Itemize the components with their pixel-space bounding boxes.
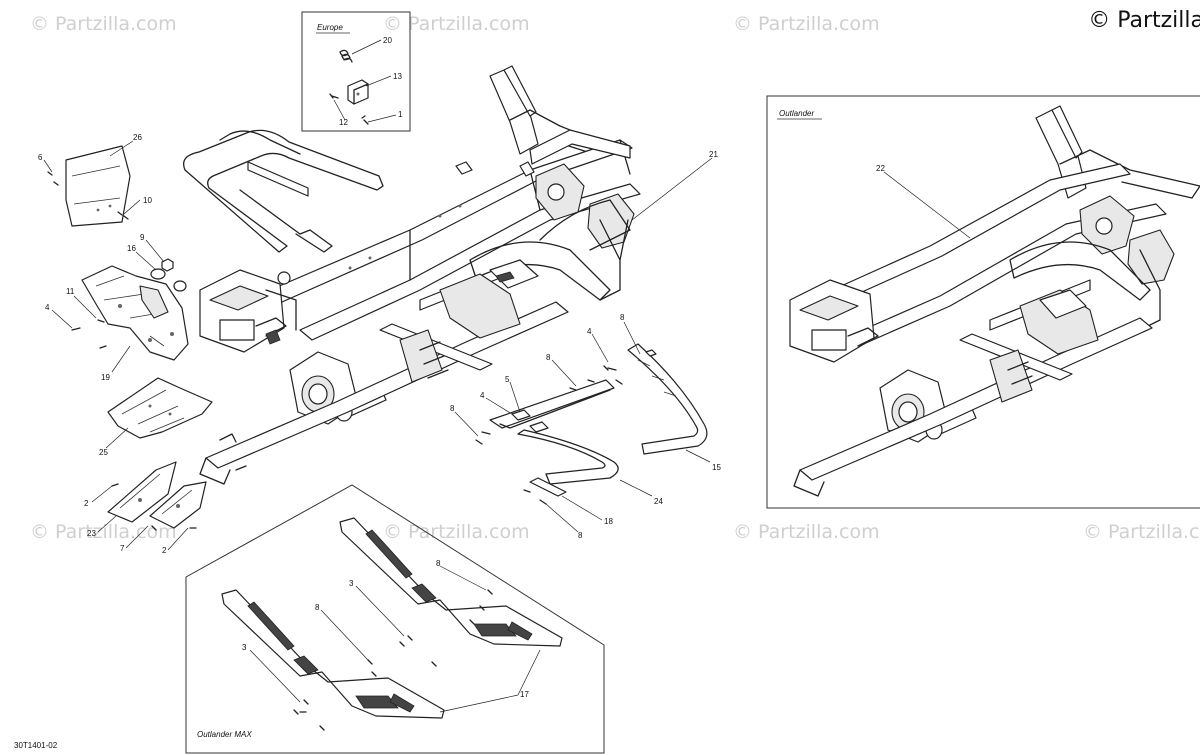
callout-12: 12 [339, 118, 348, 127]
watermark-3: © Partzilla.com [733, 13, 880, 35]
callout-23: 23 [87, 529, 96, 538]
callout-1: 1 [398, 110, 403, 119]
callout-5: 5 [505, 375, 510, 384]
callout-22: 22 [876, 164, 885, 173]
callout-17: 17 [520, 690, 529, 699]
callout-11: 11 [66, 287, 75, 296]
callout-21: 21 [709, 150, 718, 159]
main-frame-21: 21 [182, 65, 718, 485]
outlander-detail-box: Outlander 22 [766, 95, 1200, 509]
callout-8b: 8 [546, 353, 551, 362]
callout-6: 6 [38, 153, 43, 162]
callout-8f: 8 [315, 603, 320, 612]
callout-13: 13 [393, 72, 402, 81]
callout-4c: 4 [480, 391, 485, 400]
callout-9: 9 [140, 233, 145, 242]
callout-8e: 8 [436, 559, 441, 568]
callout-18: 18 [604, 517, 613, 526]
front-rail-24: 8 5 4 8 24 [450, 353, 663, 506]
callout-8c: 8 [450, 404, 455, 413]
callout-26: 26 [133, 133, 142, 142]
callout-3b: 3 [242, 643, 247, 652]
callout-25: 25 [99, 448, 108, 457]
callout-2b: 2 [162, 546, 167, 555]
diagram-reference-code: 30T1401-02 [14, 741, 58, 750]
callout-15: 15 [712, 463, 721, 472]
bracket-23: 2 23 7 2 [84, 461, 207, 555]
callout-7: 7 [120, 544, 125, 553]
callout-20: 20 [383, 36, 392, 45]
europe-detail-box: Europe 20 13 12 1 [301, 11, 411, 132]
callout-8d: 8 [578, 531, 583, 540]
europe-box-label: Europe [317, 23, 343, 32]
callout-8a: 8 [620, 313, 625, 322]
watermark-4: © Partzilla.com [30, 521, 177, 543]
watermark-2: © Partzilla.com [383, 13, 530, 35]
watermark-1: © Partzilla.com [30, 13, 177, 35]
callout-2a: 2 [84, 499, 89, 508]
watermark-7: © Partzilla.com [1083, 521, 1200, 543]
skid-plate-25: 25 [99, 377, 213, 457]
footrest-bracket-19: 9 16 11 4 19 [45, 233, 189, 382]
callout-3a: 3 [349, 579, 354, 588]
callout-10: 10 [143, 196, 152, 205]
watermark-5: © Partzilla.com [383, 521, 530, 543]
outlander-max-box-label: Outlander MAX [197, 730, 252, 739]
watermarks: © Partzilla.com © Partzilla.com © Partzi… [30, 13, 1200, 543]
outlander-max-detail-box: Outlander MAX 8 3 8 3 17 [185, 484, 605, 754]
callout-4b: 4 [587, 327, 592, 336]
bracket-18: 18 8 [523, 477, 613, 540]
callout-4a: 4 [45, 303, 50, 312]
callout-24: 24 [654, 497, 663, 506]
copyright-text: © Partzilla [1088, 8, 1200, 33]
guard-plate-26: 26 6 10 [38, 133, 152, 227]
callout-19: 19 [101, 373, 110, 382]
callout-16: 16 [127, 244, 136, 253]
outlander-box-label: Outlander [779, 109, 814, 118]
watermark-6: © Partzilla.com [733, 521, 880, 543]
front-rail-15: 8 4 15 [587, 313, 721, 472]
